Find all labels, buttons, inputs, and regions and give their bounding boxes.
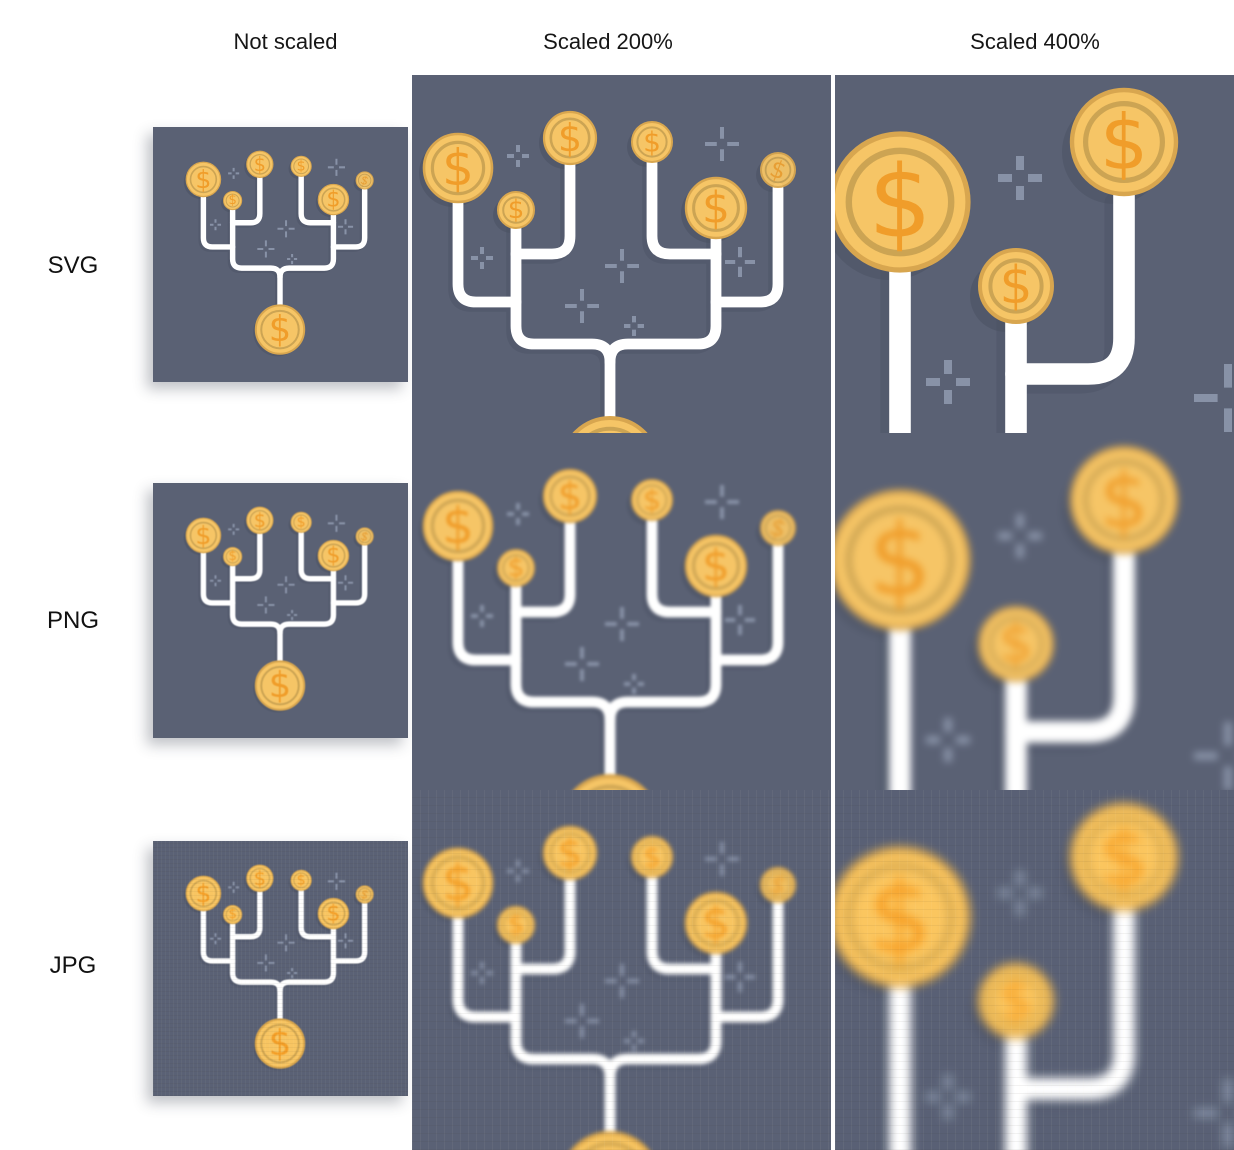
- image-jpg-not-scaled: [153, 841, 408, 1096]
- money-tree-image: [153, 483, 408, 738]
- money-tree-image: [835, 790, 1234, 1150]
- money-tree-image: [153, 127, 408, 382]
- column-header-scaled-200: Scaled 200%: [543, 29, 673, 54]
- image-svg-not-scaled: [153, 127, 408, 382]
- row-label-png: PNG: [46, 607, 99, 634]
- money-tree-image: [412, 433, 831, 790]
- image-png-not-scaled: [153, 483, 408, 738]
- image-svg-scaled-400: [835, 75, 1234, 433]
- money-tree-image: [153, 841, 408, 1096]
- column-header-not-scaled: Not scaled: [233, 29, 338, 54]
- money-tree-image: [835, 433, 1234, 790]
- row-label-svg: SVG: [47, 252, 99, 279]
- image-jpg-scaled-200: [412, 790, 831, 1150]
- image-png-scaled-200: [412, 433, 831, 790]
- image-png-scaled-400: [835, 433, 1234, 790]
- image-jpg-scaled-400: [835, 790, 1234, 1150]
- column-header-scaled-400: Scaled 400%: [970, 29, 1100, 54]
- image-svg-scaled-200: [412, 75, 831, 433]
- money-tree-image: [412, 75, 831, 433]
- money-tree-image: [412, 790, 831, 1150]
- row-label-jpg: JPG: [49, 952, 97, 979]
- money-tree-image: [835, 75, 1234, 433]
